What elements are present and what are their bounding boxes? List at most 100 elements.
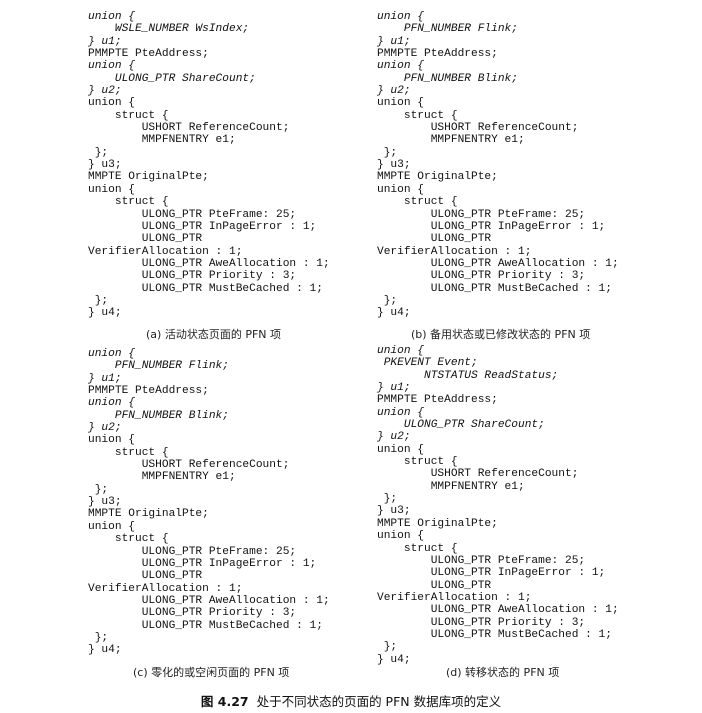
code-line: MMPFNENTRY e1; — [377, 134, 525, 147]
code-line: } u4; — [377, 653, 411, 666]
code-line: ULONG_PTR ShareCount; — [88, 72, 256, 85]
figure-caption: 图 4.27 处于不同状态的页面的 PFN 数据库项的定义 — [0, 691, 702, 710]
code-line: ULONG_PTR InPageError : 1; — [88, 220, 317, 233]
caption-a: (a) 活动状态页面的 PFN 项 — [146, 328, 282, 341]
code-line: union { — [377, 530, 424, 543]
code-line: WSLE_NUMBER WsIndex; — [88, 23, 250, 36]
code-line: union { — [88, 183, 135, 196]
code-line: USHORT ReferenceCount; — [377, 122, 579, 135]
code-block-b: union { PFN_NUMBER Flink;} u1;PMMPTE Pte… — [377, 11, 702, 320]
code-line: USHORT ReferenceCount; — [88, 459, 290, 472]
code-line: MMPFNENTRY e1; — [377, 480, 525, 493]
code-line: ULONG_PTR InPageError : 1; — [377, 567, 606, 580]
code-line: }; — [377, 493, 398, 506]
code-line: ULONG_PTR AweAllocation : 1; — [88, 594, 330, 607]
code-line: union { — [377, 345, 424, 357]
code-line: VerifierAllocation : 1; — [88, 245, 243, 258]
code-line: union { — [88, 397, 135, 410]
code-line: MMPTE OriginalPte; — [88, 508, 209, 521]
code-line: ULONG_PTR Priority : 3; — [88, 270, 297, 283]
code-line: }; — [88, 483, 109, 496]
code-line: VerifierAllocation : 1; — [377, 591, 532, 604]
code-line: ULONG_PTR PteFrame: 25; — [88, 208, 297, 221]
code-line: USHORT ReferenceCount; — [377, 468, 579, 481]
code-line: MMPTE OriginalPte; — [377, 517, 498, 530]
code-line: ULONG_PTR MustBeCached : 1; — [377, 628, 612, 641]
panel-a: union { WSLE_NUMBER WsIndex;} u1;PMMPTE … — [88, 11, 418, 320]
code-line: struct { — [377, 196, 458, 209]
code-line: PKEVENT Event; — [377, 357, 478, 370]
code-line: union { — [88, 11, 135, 23]
code-line: }; — [377, 146, 398, 159]
code-line: union { — [377, 11, 424, 23]
code-line: ULONG_PTR AweAllocation : 1; — [88, 257, 330, 270]
code-line: ULONG_PTR Priority : 3; — [377, 616, 586, 629]
caption-c: (c) 零化的或空闲页面的 PFN 项 — [133, 666, 290, 679]
code-line: union { — [88, 434, 135, 447]
code-line: struct { — [377, 456, 458, 469]
code-block-a: union { WSLE_NUMBER WsIndex;} u1;PMMPTE … — [88, 11, 418, 320]
code-line: union { — [377, 406, 424, 419]
code-line: } u3; — [88, 159, 122, 172]
code-line: struct { — [88, 109, 169, 122]
code-line: ULONG_PTR InPageError : 1; — [88, 557, 317, 570]
code-line: VerifierAllocation : 1; — [377, 245, 532, 258]
code-line: PMMPTE PteAddress; — [377, 48, 498, 61]
code-line: PFN_NUMBER Flink; — [377, 23, 518, 36]
code-line: } u1; — [377, 35, 411, 48]
caption-d: (d) 转移状态的 PFN 项 — [446, 666, 560, 679]
code-line: } u3; — [377, 505, 411, 518]
code-line: PFN_NUMBER Blink; — [88, 409, 229, 422]
code-line: }; — [377, 641, 398, 654]
code-line: union { — [88, 60, 135, 73]
code-line: }; — [88, 631, 109, 644]
code-line: NTSTATUS ReadStatus; — [377, 369, 559, 382]
code-line: PMMPTE PteAddress; — [88, 48, 209, 61]
code-line: MMPFNENTRY e1; — [88, 471, 236, 484]
code-block-c: union { PFN_NUMBER Flink;} u1;PMMPTE Pte… — [88, 348, 418, 657]
code-line: ULONG_PTR AweAllocation : 1; — [377, 257, 619, 270]
code-line: VerifierAllocation : 1; — [88, 582, 243, 595]
code-line: ULONG_PTR PteFrame: 25; — [377, 554, 586, 567]
code-line: struct { — [88, 533, 169, 546]
code-line: ULONG_PTR AweAllocation : 1; — [377, 604, 619, 617]
code-block-d: union { PKEVENT Event; NTSTATUS ReadStat… — [377, 345, 702, 666]
code-line: union { — [377, 97, 424, 110]
code-line: USHORT ReferenceCount; — [88, 122, 290, 135]
code-line: MMPFNENTRY e1; — [88, 134, 236, 147]
panel-d: union { PKEVENT Event; NTSTATUS ReadStat… — [377, 345, 702, 666]
code-line: union { — [377, 60, 424, 73]
code-line: union { — [377, 183, 424, 196]
code-line: ULONG_PTR — [377, 579, 492, 592]
code-line: ULONG_PTR MustBeCached : 1; — [88, 619, 323, 632]
code-line: } u1; — [88, 35, 122, 48]
code-line: ULONG_PTR — [377, 233, 492, 246]
code-line: } u2; — [377, 85, 411, 98]
code-line: ULONG_PTR InPageError : 1; — [377, 220, 606, 233]
code-line: }; — [377, 294, 398, 307]
code-line: }; — [88, 294, 109, 307]
code-line: } u3; — [377, 159, 411, 172]
code-line: struct { — [377, 542, 458, 555]
code-line: struct { — [88, 446, 169, 459]
code-line: PMMPTE PteAddress; — [377, 394, 498, 407]
code-line: } u2; — [88, 85, 122, 98]
code-line: struct { — [377, 109, 458, 122]
code-line: MMPTE OriginalPte; — [88, 171, 209, 184]
code-line: MMPTE OriginalPte; — [377, 171, 498, 184]
code-line: union { — [377, 443, 424, 456]
figure-title: 处于不同状态的页面的 PFN 数据库项的定义 — [256, 694, 502, 709]
code-line: ULONG_PTR ShareCount; — [377, 419, 545, 432]
code-line: ULONG_PTR PteFrame: 25; — [88, 545, 297, 558]
code-line: } u4; — [88, 644, 122, 657]
code-line: ULONG_PTR MustBeCached : 1; — [377, 282, 612, 295]
caption-b: (b) 备用状态或已修改状态的 PFN 项 — [411, 328, 591, 341]
code-line: } u4; — [88, 307, 122, 320]
panel-c: union { PFN_NUMBER Flink;} u1;PMMPTE Pte… — [88, 348, 418, 657]
code-line: struct { — [88, 196, 169, 209]
code-line: union { — [88, 97, 135, 110]
code-line: PMMPTE PteAddress; — [88, 385, 209, 398]
code-line: } u2; — [377, 431, 411, 444]
code-line: ULONG_PTR MustBeCached : 1; — [88, 282, 323, 295]
figure-number: 图 4.27 — [200, 694, 249, 709]
